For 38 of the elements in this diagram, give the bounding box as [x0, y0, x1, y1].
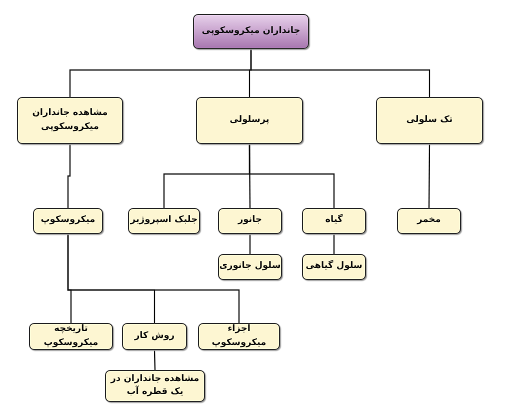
topic-box — [302, 254, 366, 280]
topic-box — [128, 208, 200, 234]
node-label: گیاه — [325, 214, 343, 228]
node-label: روش کار — [134, 330, 175, 343]
topic-box — [376, 97, 483, 144]
connector-line — [333, 234, 335, 254]
topic-box — [33, 208, 103, 234]
topic-box — [122, 323, 187, 350]
node-label: سلول جانوری — [219, 260, 281, 274]
topic-box — [198, 323, 280, 350]
node-label: پرسلولی — [230, 114, 270, 127]
node-label: مخمر — [417, 214, 441, 228]
node-label: سلول گیاهی — [306, 260, 362, 274]
topic-box — [17, 97, 123, 144]
node-label: تک سلولی — [406, 114, 453, 127]
topic-box — [218, 208, 282, 234]
topic-box — [196, 97, 303, 144]
root-box — [193, 14, 309, 49]
node-label: مشاهده جانداران در یک قطره آب — [109, 372, 200, 399]
node-label: میکروسکوپ — [40, 214, 96, 228]
node-label: اجزاء میکروسکوپ — [210, 323, 268, 350]
topic-box — [29, 323, 113, 350]
connector-line — [248, 144, 335, 208]
node-label: جلبک اسپروژیر — [130, 214, 198, 228]
connector-line — [67, 234, 240, 323]
connector-line — [154, 350, 156, 370]
topic-box — [397, 208, 461, 234]
topic-box — [302, 208, 366, 234]
connector-line — [250, 49, 430, 97]
connector-line — [249, 234, 251, 254]
connector-line — [428, 144, 430, 208]
topic-box — [105, 370, 205, 402]
node-label: جانداران میکروسکوپی — [202, 24, 300, 38]
node-label: جانور — [238, 214, 262, 228]
node-label: تاریخچه میکروسکوپ — [42, 323, 100, 350]
node-label: مشاهده جانداران میکروسکوپی — [31, 107, 109, 134]
topic-box — [218, 254, 282, 280]
connector-line — [67, 144, 71, 208]
